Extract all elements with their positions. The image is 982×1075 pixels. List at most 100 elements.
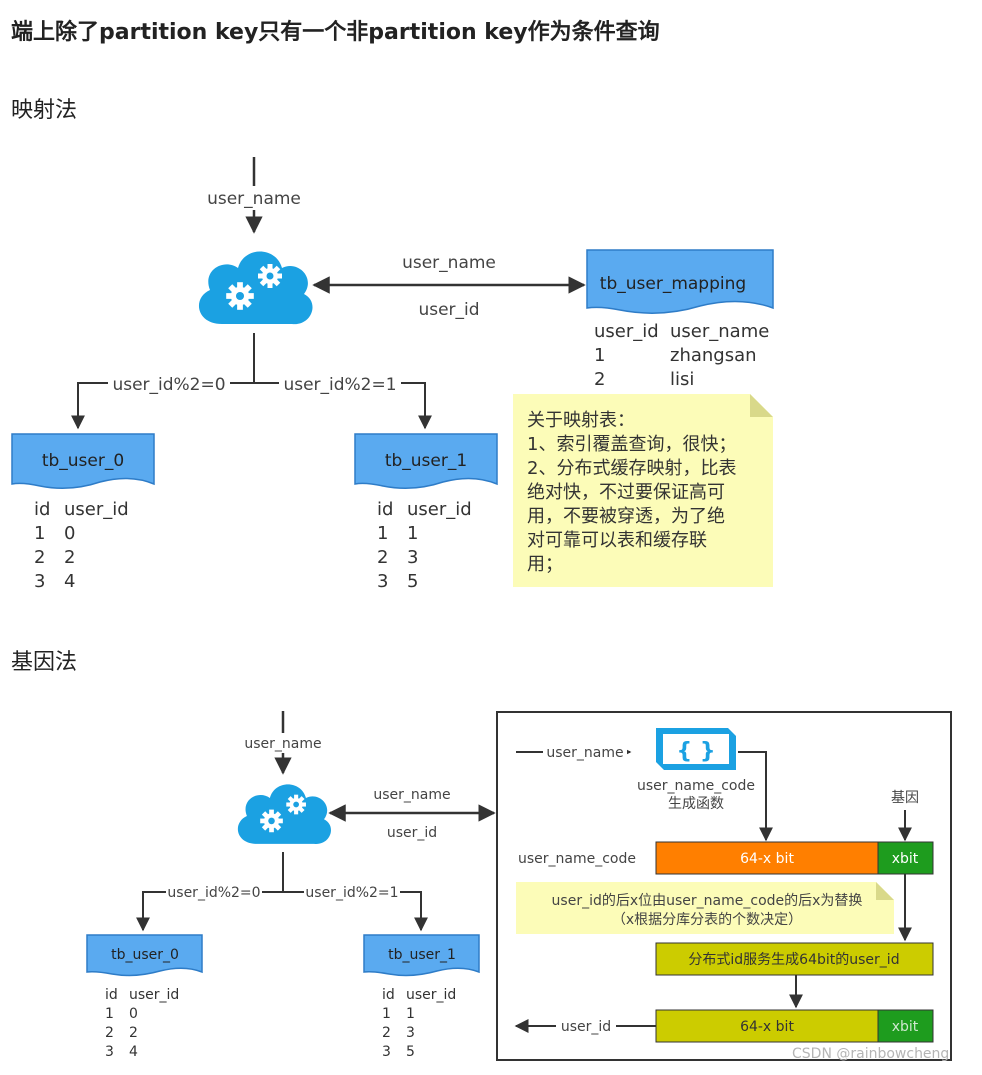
gene-box-input-label: user_name: [546, 745, 623, 761]
result-bar-main-label: 64-x bit: [740, 1019, 794, 1035]
gene-table-1-data: id user_id 1 1 2 3 3 5: [382, 987, 456, 1060]
mapping-table-0-cell: 2: [34, 547, 45, 568]
mapping-table-doc: tb_user_mapping: [586, 249, 774, 314]
mapping-input-label: user_name: [207, 189, 301, 209]
gene-table-0-cell: 0: [129, 1006, 138, 1022]
mapping-table-1-cell: 2: [377, 547, 388, 568]
mapping-note-line: 关于映射表：: [527, 410, 635, 431]
mapping-table-1-cell: 3: [377, 571, 388, 592]
gene-table-0-cell: 1: [105, 1006, 114, 1022]
gene-table-1-cell: 2: [382, 1025, 391, 1041]
mapping-branch-right-label: user_id%2=1: [283, 375, 396, 395]
gene-table-0-data: id user_id 1 0 2 2 3 4: [105, 987, 179, 1060]
mapping-note-line: 1、索引覆盖查询，很快；: [527, 434, 736, 455]
mapping-table-data: user_id user_name 1 zhangsan 2 lisi: [594, 321, 769, 390]
mapping-table-0-header: id: [34, 499, 50, 520]
code-bar-xbit: [877, 841, 934, 875]
result-bar-xbit: [877, 1009, 934, 1043]
id-service-bar-label: 分布式id服务生成64bit的user_id: [688, 952, 899, 968]
gene-service-cloud-icon: [237, 784, 331, 844]
gene-diagram: user_name user_name user_id user_id%2=0 …: [86, 711, 952, 1061]
mapping-note-line: 绝对快，不过要保证高可: [527, 482, 725, 503]
mapping-service-cloud-icon: [198, 251, 313, 325]
gene-table-0-header: user_id: [129, 987, 179, 1003]
mapping-section-title: 映射法: [11, 98, 78, 123]
mapping-table-0-data: id user_id 1 0 2 2 3 4: [34, 499, 129, 592]
mapping-table-0-doc: tb_user_0: [11, 433, 155, 489]
mapping-table-1-doc: tb_user_1: [354, 433, 498, 489]
gene-table-0-cell: 2: [105, 1025, 114, 1041]
gene-table-0-cell: 4: [129, 1044, 138, 1060]
gene-table-1-cell: 1: [406, 1006, 415, 1022]
mapping-table-0-cell: 3: [34, 571, 45, 592]
code-bar-xbit-label: xbit: [892, 851, 919, 867]
function-braces-icon: { }: [656, 728, 736, 770]
mapping-table-1-name: tb_user_1: [385, 451, 467, 471]
id-service-bar: [655, 942, 934, 976]
gene-label: 基因: [891, 789, 919, 806]
mapping-table-cell: lisi: [670, 369, 694, 390]
function-label-2: 生成函数: [668, 796, 724, 812]
gene-branch-left-label: user_id%2=0: [167, 885, 260, 901]
gene-table-0-doc: tb_user_0: [86, 934, 203, 977]
code-bar-main-label: 64-x bit: [740, 851, 794, 867]
mapping-table-header-1: user_name: [670, 321, 769, 342]
mapping-table-1-cell: 1: [407, 523, 418, 544]
mapping-note: 关于映射表： 1、索引覆盖查询，很快； 2、分布式缓存映射，比表 绝对快，不过要…: [513, 394, 773, 587]
gene-table-1-name: tb_user_1: [388, 947, 456, 963]
mapping-note-line: 2、分布式缓存映射，比表: [527, 458, 736, 479]
mapping-table-1-header: user_id: [407, 499, 472, 520]
mapping-diagram: user_name user_name user_id tb_user_mapp…: [11, 157, 774, 592]
mapping-arrow-top-label: user_name: [402, 253, 496, 273]
gene-table-1-header: user_id: [406, 987, 456, 1003]
code-bar-main: [655, 841, 879, 875]
gene-table-1-header: id: [382, 987, 395, 1003]
gene-table-1-cell: 1: [382, 1006, 391, 1022]
user-name-code-label: user_name_code: [518, 851, 636, 867]
gene-table-0-cell: 2: [129, 1025, 138, 1041]
mapping-table-1-data: id user_id 1 1 2 3 3 5: [377, 499, 472, 592]
mapping-table-0-header: user_id: [64, 499, 129, 520]
mapping-table-0-cell: 2: [64, 547, 75, 568]
gene-arrow-bottom-label: user_id: [387, 825, 437, 841]
gene-section-title: 基因法: [11, 650, 78, 675]
mapping-table-0-cell: 0: [64, 523, 75, 544]
function-icon-glyph: { }: [677, 739, 716, 764]
mapping-arrow-bottom-label: user_id: [418, 300, 479, 320]
mapping-table-cell: 1: [594, 345, 605, 366]
mapping-table-cell: 2: [594, 369, 605, 390]
watermark: CSDN @rainbowcheng: [792, 1046, 950, 1062]
gene-table-0-cell: 3: [105, 1044, 114, 1060]
function-output-arrow: [738, 751, 773, 842]
mapping-table-1-cell: 5: [407, 571, 418, 592]
gene-input-label: user_name: [244, 736, 321, 752]
mapping-table-cell: zhangsan: [670, 345, 757, 366]
mapping-table-0-name: tb_user_0: [42, 451, 124, 471]
result-bar-xbit-label: xbit: [892, 1019, 919, 1035]
gene-note-line-1: user_id的后x位由user_name_code的后x为替换: [552, 892, 863, 909]
function-label-1: user_name_code: [637, 778, 755, 794]
gene-note-line-2: （x根据分库分表的个数决定）: [612, 912, 802, 928]
mapping-table-name: tb_user_mapping: [600, 274, 746, 294]
gene-table-1-doc: tb_user_1: [363, 934, 480, 977]
mapping-table-0-cell: 1: [34, 523, 45, 544]
mapping-note-line: 用；: [527, 554, 563, 575]
mapping-note-line: 对可靠可以表和缓存联: [527, 530, 707, 551]
gene-note: user_id的后x位由user_name_code的后x为替换 （x根据分库分…: [516, 882, 894, 934]
gene-table-1-cell: 3: [382, 1044, 391, 1060]
mapping-note-line: 用，不要被穿透，为了绝: [527, 506, 725, 527]
gene-arrow-top-label: user_name: [373, 787, 450, 803]
page-heading: 端上除了partition key只有一个非partition key作为条件查…: [11, 20, 660, 45]
result-bar-main: [655, 1009, 879, 1043]
mapping-table-1-cell: 1: [377, 523, 388, 544]
mapping-branch-left-label: user_id%2=0: [112, 375, 225, 395]
gene-table-1-cell: 3: [406, 1025, 415, 1041]
mapping-table-1-header: id: [377, 499, 393, 520]
mapping-table-0-cell: 4: [64, 571, 75, 592]
gene-branch-right-label: user_id%2=1: [305, 885, 398, 901]
gene-table-1-cell: 5: [406, 1044, 415, 1060]
gene-table-0-header: id: [105, 987, 118, 1003]
output-label: user_id: [561, 1019, 611, 1035]
mapping-table-1-cell: 3: [407, 547, 418, 568]
